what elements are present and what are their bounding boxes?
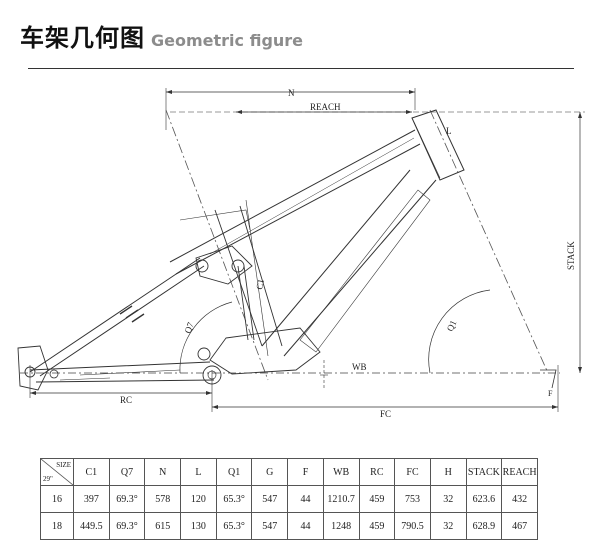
rear-dropout: [17, 345, 49, 391]
head-tube: [411, 109, 465, 181]
page-header: 车架几何图 Geometric figure: [20, 18, 303, 62]
label-q7: Q7: [182, 320, 195, 334]
title-chinese: 车架几何图: [20, 24, 145, 52]
col-header: Q7: [108, 458, 146, 486]
col-header: F: [287, 458, 324, 486]
table-cell: 69.3°: [108, 512, 146, 540]
col-header: H: [429, 458, 467, 486]
front-axle-marker: [540, 369, 557, 389]
col-header: C1: [73, 458, 110, 486]
table-cell: 547: [251, 485, 289, 513]
table-row: 18 449.5 69.3° 615 130 65.3° 547 44 1248…: [40, 512, 538, 540]
table-row: 16 397 69.3° 578 120 65.3° 547 44 1210.7…: [40, 485, 538, 513]
table-header-row: SIZE 29" C1 Q7 N L Q1 G F WB RC FC H STA…: [40, 458, 538, 486]
table-cell: 69.3°: [108, 485, 146, 513]
table-cell: 547: [251, 512, 289, 540]
table-cell: 397: [73, 485, 110, 513]
table-cell: 578: [144, 485, 182, 513]
label-stack: STACK: [566, 241, 576, 270]
geometry-table: SIZE 29" C1 Q7 N L Q1 G F WB RC FC H STA…: [40, 458, 538, 540]
label-fc: FC: [380, 409, 391, 419]
table-cell: 44: [287, 485, 324, 513]
label-c1: C1: [254, 278, 266, 290]
table-cell: 120: [180, 485, 217, 513]
label-rc: RC: [120, 395, 132, 405]
q1-angle-arc: [428, 289, 491, 374]
seat-stay: [29, 257, 205, 377]
table-cell: 65.3°: [215, 512, 253, 540]
seat-tube: [214, 205, 283, 347]
table-cell: 628.9: [465, 512, 503, 540]
frame-geometry-diagram: N REACH L STACK C1 Q1 Q7 WB RC FC F: [17, 88, 585, 419]
q7-angle-arc: [179, 301, 233, 374]
title-english: Geometric figure: [151, 31, 304, 50]
seat-tube-axis: [165, 109, 269, 381]
table-cell: 753: [394, 485, 431, 513]
table-cell: 32: [429, 485, 467, 513]
label-wb: WB: [352, 362, 367, 372]
table-cell: 32: [429, 512, 467, 540]
label-q1: Q1: [445, 319, 459, 333]
header-divider: [28, 68, 574, 69]
label-f: F: [548, 389, 553, 398]
top-tube: [169, 129, 421, 275]
steering-axis: [429, 109, 549, 374]
table-cell: 130: [180, 512, 217, 540]
table-cell: 467: [501, 512, 538, 540]
corner-size-label: SIZE: [56, 461, 71, 469]
size-corner-cell: SIZE 29": [40, 458, 74, 486]
col-header: G: [251, 458, 289, 486]
table-cell: 449.5: [73, 512, 110, 540]
row-size: 16: [40, 485, 74, 513]
table-cell: 459: [358, 485, 396, 513]
table-cell: 790.5: [394, 512, 431, 540]
label-n: N: [288, 88, 295, 98]
table-cell: 623.6: [465, 485, 503, 513]
col-header: RC: [358, 458, 396, 486]
col-header: N: [144, 458, 182, 486]
table-cell: 44: [287, 512, 324, 540]
rear-shock: [237, 265, 255, 341]
col-header: FC: [394, 458, 431, 486]
label-reach: REACH: [310, 102, 341, 112]
table-cell: 459: [358, 512, 396, 540]
rocker-link: [195, 245, 253, 285]
table-cell: 1210.7: [322, 485, 360, 513]
table-cell: 65.3°: [215, 485, 253, 513]
corner-wheel-label: 29": [43, 475, 53, 483]
col-header: WB: [322, 458, 360, 486]
rear-axle: [24, 366, 36, 378]
col-header: L: [180, 458, 217, 486]
col-header: Q1: [215, 458, 253, 486]
down-tube: [261, 169, 437, 357]
motor-housing: [209, 327, 321, 375]
row-size: 18: [40, 512, 74, 540]
col-header: REACH: [501, 458, 538, 486]
table-cell: 1248: [322, 512, 360, 540]
table-cell: 432: [501, 485, 538, 513]
table-cell: 615: [144, 512, 182, 540]
chain-stay: [29, 361, 215, 383]
label-l: L: [446, 126, 452, 136]
col-header: STACK: [465, 458, 503, 486]
bottom-bracket: [202, 365, 222, 385]
